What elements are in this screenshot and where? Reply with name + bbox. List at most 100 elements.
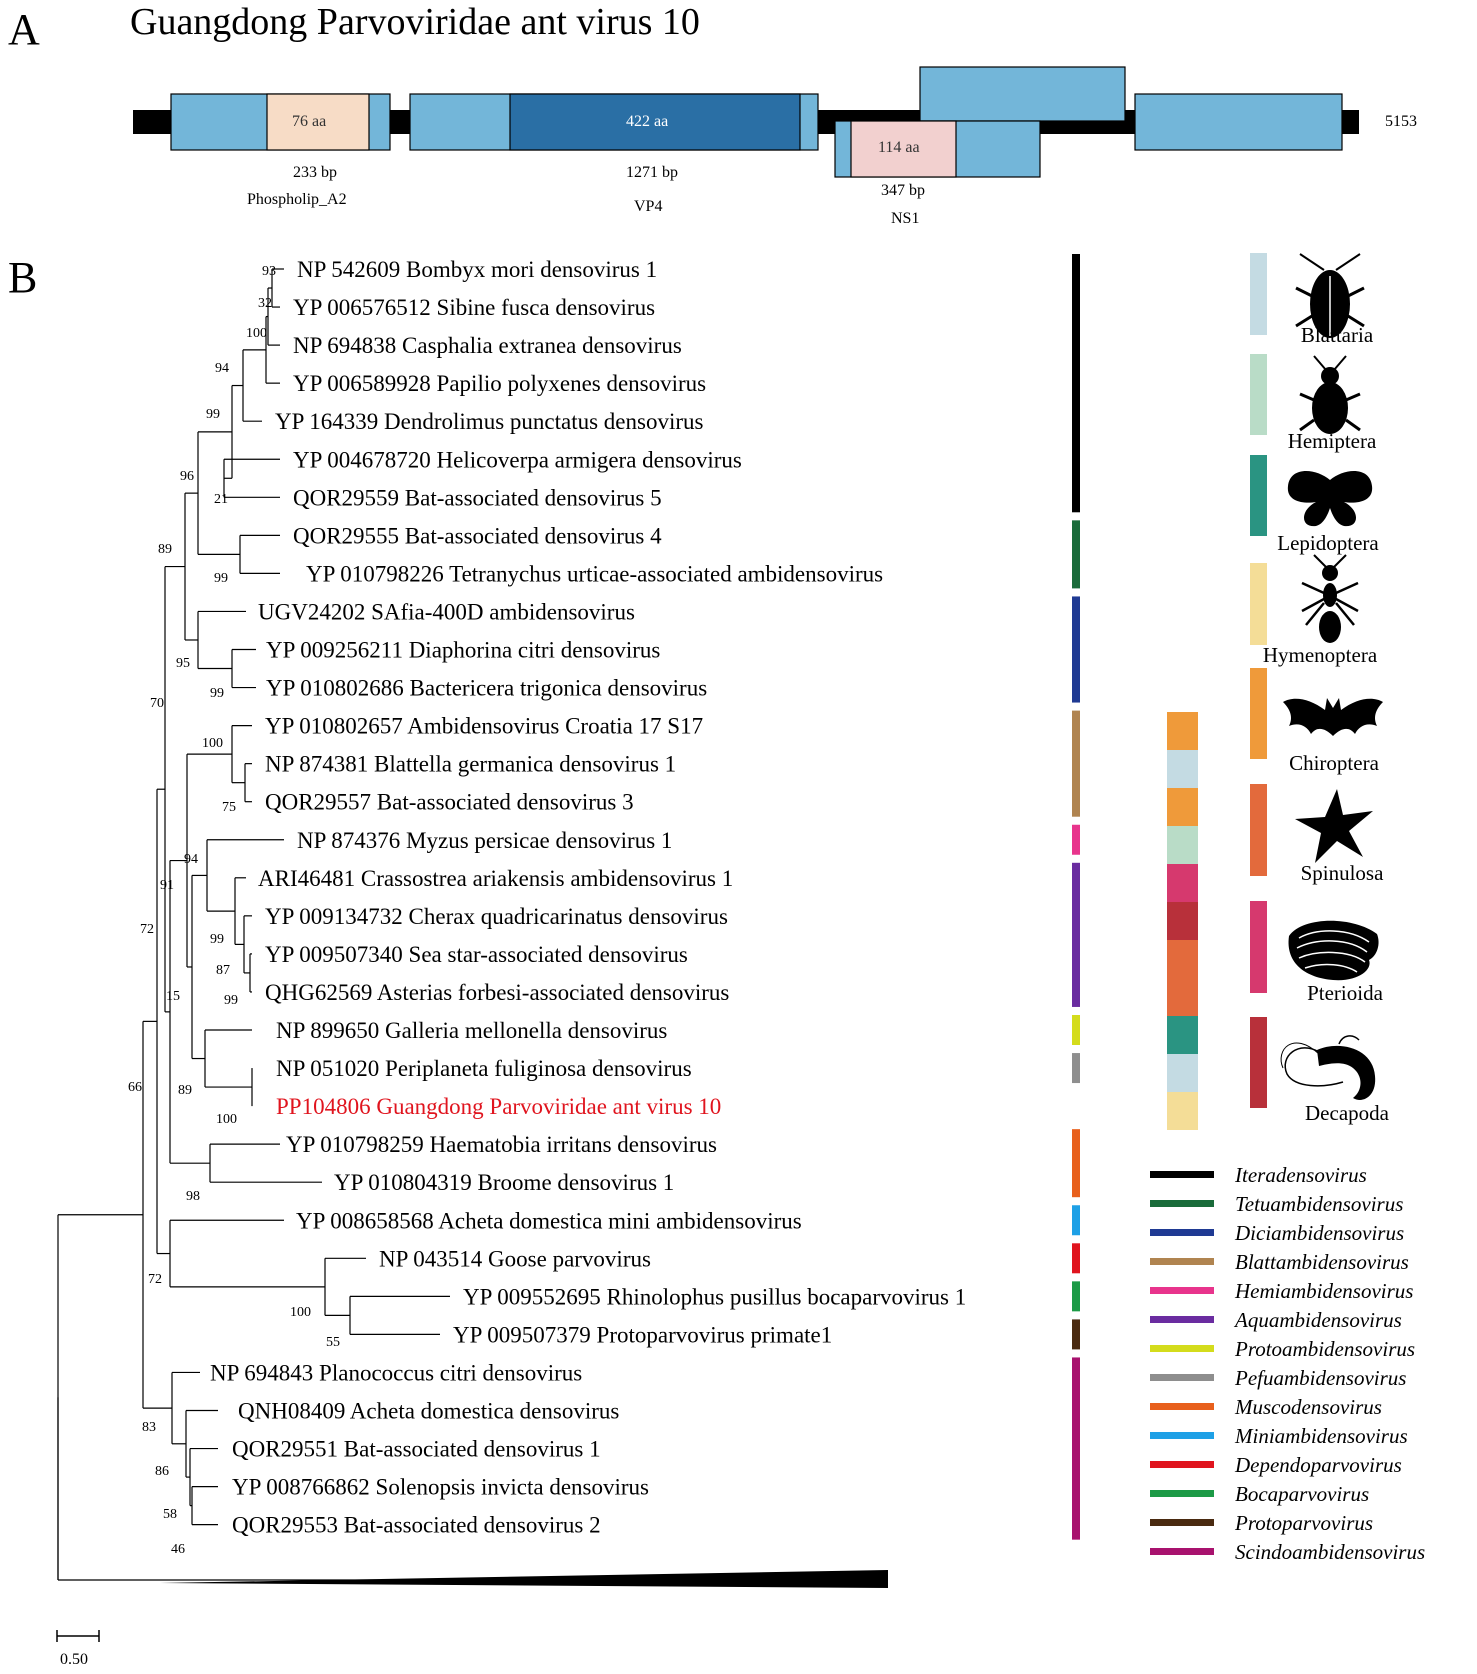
leaf-label: YP 010802686 Bactericera trigonica denso… xyxy=(266,676,707,701)
genus-legend-label: Muscodensovirus xyxy=(1234,1395,1382,1419)
host-order-bar xyxy=(1250,253,1267,335)
domain-name-vp4: VP4 xyxy=(634,198,662,215)
leaf-label: YP 008766862 Solenopsis invicta densovir… xyxy=(232,1475,649,1500)
bootstrap-value: 72 xyxy=(148,1272,162,1287)
leaf-label: NP 694838 Casphalia extranea densovirus xyxy=(293,333,682,358)
host-order-bar xyxy=(1250,455,1267,536)
genus-legend-label: Iteradensovirus xyxy=(1234,1163,1367,1187)
bootstrap-value: 32 xyxy=(258,296,272,311)
leaf-label: NP 043514 Goose parvovirus xyxy=(379,1246,651,1271)
bootstrap-value: 91 xyxy=(160,878,174,893)
leaf-label: YP 006589928 Papilio polyxenes densoviru… xyxy=(293,371,706,396)
genus-legend-swatch xyxy=(1150,1548,1214,1555)
domain-bp-ns1: 347 bp xyxy=(881,182,925,199)
host-color-cell xyxy=(1167,750,1198,788)
leaf-label: NP 051020 Periplaneta fuliginosa densovi… xyxy=(276,1056,692,1081)
leaf-label: YP 009256211 Diaphorina citri densovirus xyxy=(266,638,660,663)
bootstrap-value: 99 xyxy=(210,686,224,701)
tree-leaf-labels: NP 542609 Bombyx mori densovirus 1YP 006… xyxy=(210,257,966,1538)
leaf-label: QOR29553 Bat-associated densovirus 2 xyxy=(232,1513,601,1538)
host-order-label: Chiroptera xyxy=(1289,751,1379,775)
bootstrap-value: 66 xyxy=(128,1080,142,1095)
leaf-label: YP 010798226 Tetranychus urticae-associa… xyxy=(306,561,883,586)
bootstrap-value: 89 xyxy=(178,1083,192,1098)
domain-aa-ns1: 114 aa xyxy=(878,139,920,156)
panel-b: B NP 542609 Bombyx mori densovirus 1YP 0… xyxy=(8,253,1425,1668)
shrimp-icon xyxy=(1280,1035,1376,1100)
cockroach-icon xyxy=(1295,253,1365,338)
leaf-label: YP 010804319 Broome densovirus 1 xyxy=(334,1170,674,1195)
genus-clade-bar xyxy=(1072,1129,1080,1198)
host-color-cell xyxy=(1167,940,1198,978)
leaf-label: ARI46481 Crassostrea ariakensis ambidens… xyxy=(258,866,733,891)
bootstrap-value: 86 xyxy=(155,1464,169,1479)
genus-clade-bar xyxy=(1072,1281,1080,1312)
genus-legend-swatch xyxy=(1150,1171,1214,1178)
genus-legend-label: Hemiambidensovirus xyxy=(1234,1279,1413,1303)
genus-clade-bar xyxy=(1072,1015,1080,1045)
oyster-icon xyxy=(1288,920,1379,981)
scale-bar-label: 0.50 xyxy=(60,1651,88,1668)
genus-legend-swatch xyxy=(1150,1490,1214,1497)
genus-legend-swatch xyxy=(1150,1403,1214,1410)
genus-clade-bar xyxy=(1072,1243,1080,1274)
domain-vp4 xyxy=(509,93,801,151)
domain-name-ns1: NS1 xyxy=(891,210,919,227)
leaf-label: UGV24202 SAfia-400D ambidensovirus xyxy=(258,599,635,624)
leaf-label: QNH08409 Acheta domestica densovirus xyxy=(238,1399,619,1424)
bootstrap-value: 99 xyxy=(210,932,224,947)
leaf-label: PP104806 Guangdong Parvoviridae ant viru… xyxy=(276,1094,721,1119)
host-order-label: Pterioida xyxy=(1307,981,1383,1005)
starfish-icon xyxy=(1295,789,1373,863)
host-order-bar xyxy=(1250,563,1267,645)
genus-clade-bar xyxy=(1072,1357,1080,1540)
domain-phospholip-a2 xyxy=(266,93,370,151)
genus-legend-label: Diciambidensovirus xyxy=(1234,1221,1404,1245)
panel-a: A Guangdong Parvoviridae ant virus 10 51… xyxy=(8,1,1417,227)
genus-clade-bar xyxy=(1072,1205,1080,1236)
scale-bar: 0.50 xyxy=(56,1630,100,1668)
genus-clade-bar xyxy=(1072,824,1080,855)
genus-clade-bar xyxy=(1072,596,1080,703)
genus-legend-swatch xyxy=(1150,1345,1214,1352)
genus-clade-bar xyxy=(1072,862,1080,1007)
genus-legend-label: Protoambidensovirus xyxy=(1234,1337,1415,1361)
genus-clade-bar xyxy=(1072,1319,1080,1350)
genus-legend-label: Scindoambidensovirus xyxy=(1235,1540,1425,1564)
leaf-label: YP 009507340 Sea star-associated densovi… xyxy=(265,942,688,967)
tree-bootstrap-values: 9332100949996218999959970100759491998799… xyxy=(128,264,340,1557)
genus-legend-swatch xyxy=(1150,1229,1214,1236)
genome-title: Guangdong Parvoviridae ant virus 10 xyxy=(130,1,700,43)
domain-ns1 xyxy=(850,120,957,178)
domain-aa-vp4: 422 aa xyxy=(626,113,668,130)
bootstrap-value: 100 xyxy=(290,1305,311,1320)
bootstrap-value: 95 xyxy=(176,656,190,671)
leaf-label: YP 009134732 Cherax quadricarinatus dens… xyxy=(265,904,728,929)
host-color-column xyxy=(1167,712,1198,1130)
orf-3 xyxy=(919,66,1126,122)
bootstrap-value: 83 xyxy=(142,1420,156,1435)
host-color-cell xyxy=(1167,712,1198,750)
genus-legend-swatch xyxy=(1150,1374,1214,1381)
leaf-label: NP 874381 Blattella germanica densovirus… xyxy=(265,752,676,777)
leaf-label: YP 010802657 Ambidensovirus Croatia 17 S… xyxy=(265,714,703,739)
host-order-bar xyxy=(1250,1017,1267,1108)
domain-name-phospholip: Phospholip_A2 xyxy=(247,191,347,208)
bootstrap-value: 58 xyxy=(163,1507,177,1522)
genus-legend-label: Protoparvovirus xyxy=(1234,1511,1373,1535)
bootstrap-value: 89 xyxy=(158,542,172,557)
host-order-bar xyxy=(1250,668,1267,759)
host-order-label: Hymenoptera xyxy=(1263,643,1378,667)
host-color-cell xyxy=(1167,788,1198,826)
bootstrap-value: 87 xyxy=(216,963,230,978)
leaf-label: YP 004678720 Helicoverpa armigera densov… xyxy=(293,447,742,472)
bootstrap-value: 55 xyxy=(326,1335,340,1350)
panel-a-letter: A xyxy=(8,5,40,54)
genus-legend-label: Tetuambidensovirus xyxy=(1235,1192,1403,1216)
leaf-label: YP 006576512 Sibine fusca densovirus xyxy=(293,295,655,320)
genus-legend-label: Aquambidensovirus xyxy=(1233,1308,1402,1332)
host-order-key: BlattariaHemipteraLepidopteraHymenoptera… xyxy=(1250,253,1390,1125)
leaf-label: QHG62569 Asterias forbesi-associated den… xyxy=(265,980,729,1005)
host-order-bar xyxy=(1250,784,1267,876)
bootstrap-value: 100 xyxy=(246,326,267,341)
